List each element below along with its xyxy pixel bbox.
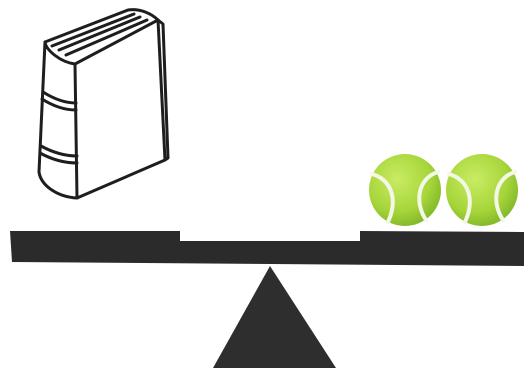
fulcrum-triangle: [213, 266, 336, 368]
book-icon: [39, 10, 168, 198]
tennis-ball-icon: [369, 154, 441, 226]
seesaw-beam: [10, 231, 524, 266]
tennis-ball-icon: [446, 154, 518, 226]
